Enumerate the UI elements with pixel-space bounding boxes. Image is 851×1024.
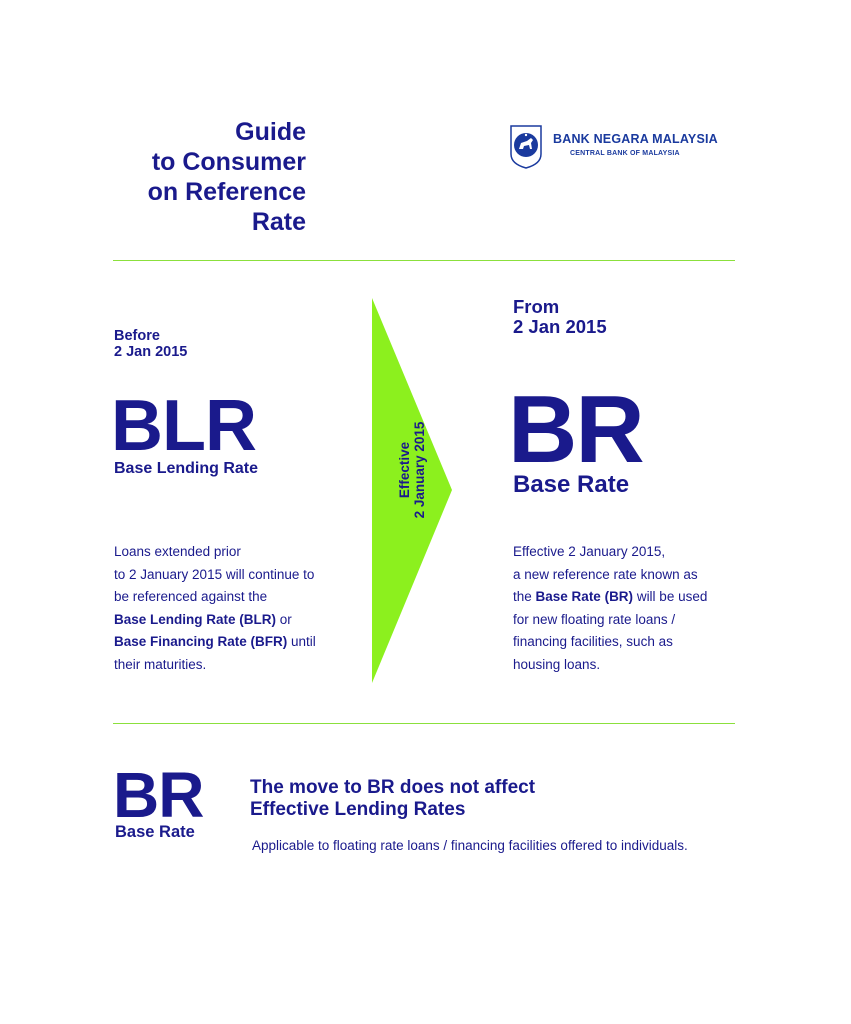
right-body-line: housing loans. xyxy=(513,656,601,672)
right-body-line: a new reference rate known as xyxy=(513,566,698,582)
bottom-divider xyxy=(113,723,735,724)
bfr-emphasis: Base Financing Rate (BFR) xyxy=(114,634,288,649)
left-body-line: their maturities. xyxy=(114,656,207,672)
bottom-note: Applicable to floating rate loans / fina… xyxy=(252,838,688,853)
right-body-fragment: the xyxy=(513,589,536,604)
before-label-line-1: Before xyxy=(114,328,160,344)
right-body-line: Effective 2 January 2015, xyxy=(513,544,666,559)
blr-full-name: Base Lending Rate xyxy=(114,460,259,477)
title-line-2: to Consumer xyxy=(151,148,306,176)
left-body-line: be referenced against the xyxy=(114,589,268,604)
bottom-heading-line-2: Effective Lending Rates xyxy=(250,799,466,820)
from-label-line-2: 2 Jan 2015 xyxy=(513,316,607,337)
bottom-br-acronym: BR xyxy=(113,759,204,831)
before-label: Before 2 Jan 2015 xyxy=(114,328,187,360)
title-line-1: Guide xyxy=(235,118,306,146)
br-acronym: BR xyxy=(508,376,645,483)
left-body-line: to 2 January 2015 will continue to xyxy=(114,566,315,582)
from-label: From 2 Jan 2015 xyxy=(513,297,607,337)
bottom-heading-line-1: The move to BR does not affect xyxy=(250,777,536,798)
top-divider xyxy=(113,260,735,261)
left-body-line: Base Lending Rate (BLR) or xyxy=(114,609,349,632)
before-label-line-2: 2 Jan 2015 xyxy=(114,344,188,360)
from-label-line-1: From xyxy=(513,296,560,317)
bank-emblem-icon xyxy=(510,125,542,169)
arrow-label-line-2: 2 January 2015 xyxy=(412,421,427,519)
arrow-label-line-1: Effective xyxy=(397,441,412,499)
logo-name: BANK NEGARA MALAYSIA xyxy=(553,132,718,146)
br-full-name: Base Rate xyxy=(513,471,630,498)
right-body-text: Effective 2 January 2015, a new referenc… xyxy=(513,541,753,676)
bottom-heading: The move to BR does not affect Effective… xyxy=(250,777,535,821)
right-body-line: for new floating rate loans / xyxy=(513,611,676,627)
right-body-fragment: will be used xyxy=(633,589,708,604)
title-line-4: Rate xyxy=(251,208,306,236)
title-line-3: on Reference xyxy=(147,178,306,206)
br-emphasis: Base Rate (BR) xyxy=(535,589,634,604)
arrow-label: Effective 2 January 2015 xyxy=(397,370,427,570)
left-body-line: Loans extended prior xyxy=(114,544,241,559)
guide-title: Guide to Consumer on Reference Rate xyxy=(96,117,306,237)
left-body-line: Base Financing Rate (BFR) until xyxy=(114,631,349,654)
logo-subtitle: CENTRAL BANK OF MALAYSIA xyxy=(570,150,680,157)
bottom-br-full-name: Base Rate xyxy=(115,823,195,841)
left-body-fragment: until xyxy=(287,634,316,649)
left-body-text: Loans extended prior to 2 January 2015 w… xyxy=(114,541,349,676)
transition-arrow xyxy=(372,298,452,683)
right-body-line: financing facilities, such as xyxy=(513,634,673,649)
right-body-line: the Base Rate (BR) will be used xyxy=(513,586,753,609)
blr-acronym: BLR xyxy=(111,386,257,466)
blr-emphasis: Base Lending Rate (BLR) xyxy=(114,611,277,627)
bank-negara-logo: BANK NEGARA MALAYSIA CENTRAL BANK OF MAL… xyxy=(509,124,749,172)
left-body-fragment: or xyxy=(276,611,292,627)
